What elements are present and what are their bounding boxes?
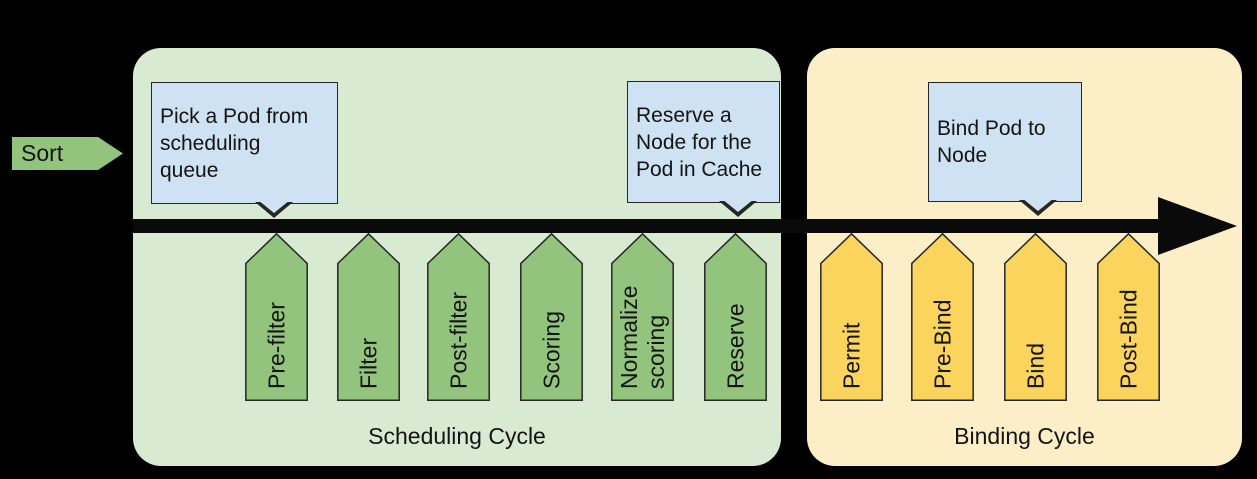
plugin-arrow-filter: Filter — [337, 233, 400, 401]
callout-text: Pick a Pod from scheduling queue — [160, 104, 309, 182]
callout-pointer — [719, 199, 757, 217]
plugin-arrow-scoring: Scoring — [520, 233, 583, 401]
sort-arrow: Sort — [12, 137, 123, 170]
plugin-label: Bind — [1022, 342, 1048, 389]
up-arrow-icon — [1004, 233, 1067, 401]
plugin-arrow-pre-filter: Pre-filter — [245, 233, 308, 401]
up-arrow-icon — [911, 233, 974, 401]
plugin-label: Filter — [355, 337, 381, 389]
callout-text: Reserve a Node for the Pod in Cache — [636, 103, 763, 181]
callout-pointer — [1019, 198, 1057, 216]
up-arrow-icon — [820, 233, 883, 401]
plugin-arrow-normalize-scoring: Normalize scoring — [611, 233, 674, 401]
sort-label: Sort — [21, 140, 64, 166]
up-arrow-icon — [427, 233, 490, 401]
scheduling-cycle-label: Scheduling Cycle — [368, 423, 546, 449]
plugin-label: Post-filter — [445, 291, 471, 389]
plugin-label: Pre-filter — [263, 302, 289, 389]
plugin-label: Reserve — [722, 303, 748, 389]
plugin-label: Scoring — [538, 311, 564, 389]
callout-bind-pod: Bind Pod to Node — [928, 82, 1082, 216]
up-arrow-icon — [704, 233, 767, 401]
callout-text: Bind Pod to Node — [937, 117, 1046, 167]
plugin-label: Normalize scoring — [615, 285, 669, 389]
up-arrow-icon — [520, 233, 583, 401]
callout-pick-pod: Pick a Pod from scheduling queue — [151, 82, 338, 218]
plugin-arrow-post-filter: Post-filter — [427, 233, 490, 401]
plugin-label: Pre-Bind — [929, 299, 955, 389]
up-arrow-icon — [1097, 233, 1160, 401]
callout-reserve-node: Reserve a Node for the Pod in Cache — [627, 81, 780, 217]
up-arrow-icon — [337, 233, 400, 401]
plugin-arrow-permit: Permit — [820, 233, 883, 401]
binding-cycle-label: Binding Cycle — [954, 423, 1095, 449]
plugin-label: Permit — [838, 322, 864, 389]
up-arrow-icon — [245, 233, 308, 401]
plugin-arrow-pre-bind: Pre-Bind — [911, 233, 974, 401]
plugin-arrow-bind: Bind — [1004, 233, 1067, 401]
plugin-arrow-post-bind: Post-Bind — [1097, 233, 1160, 401]
callout-pointer — [255, 200, 293, 218]
plugin-label: Post-Bind — [1115, 289, 1141, 389]
plugin-arrow-reserve: Reserve — [704, 233, 767, 401]
up-arrow-icon — [611, 233, 674, 401]
timeline-arrowhead-icon — [1158, 197, 1237, 255]
timeline-arrow-line — [133, 219, 1160, 233]
